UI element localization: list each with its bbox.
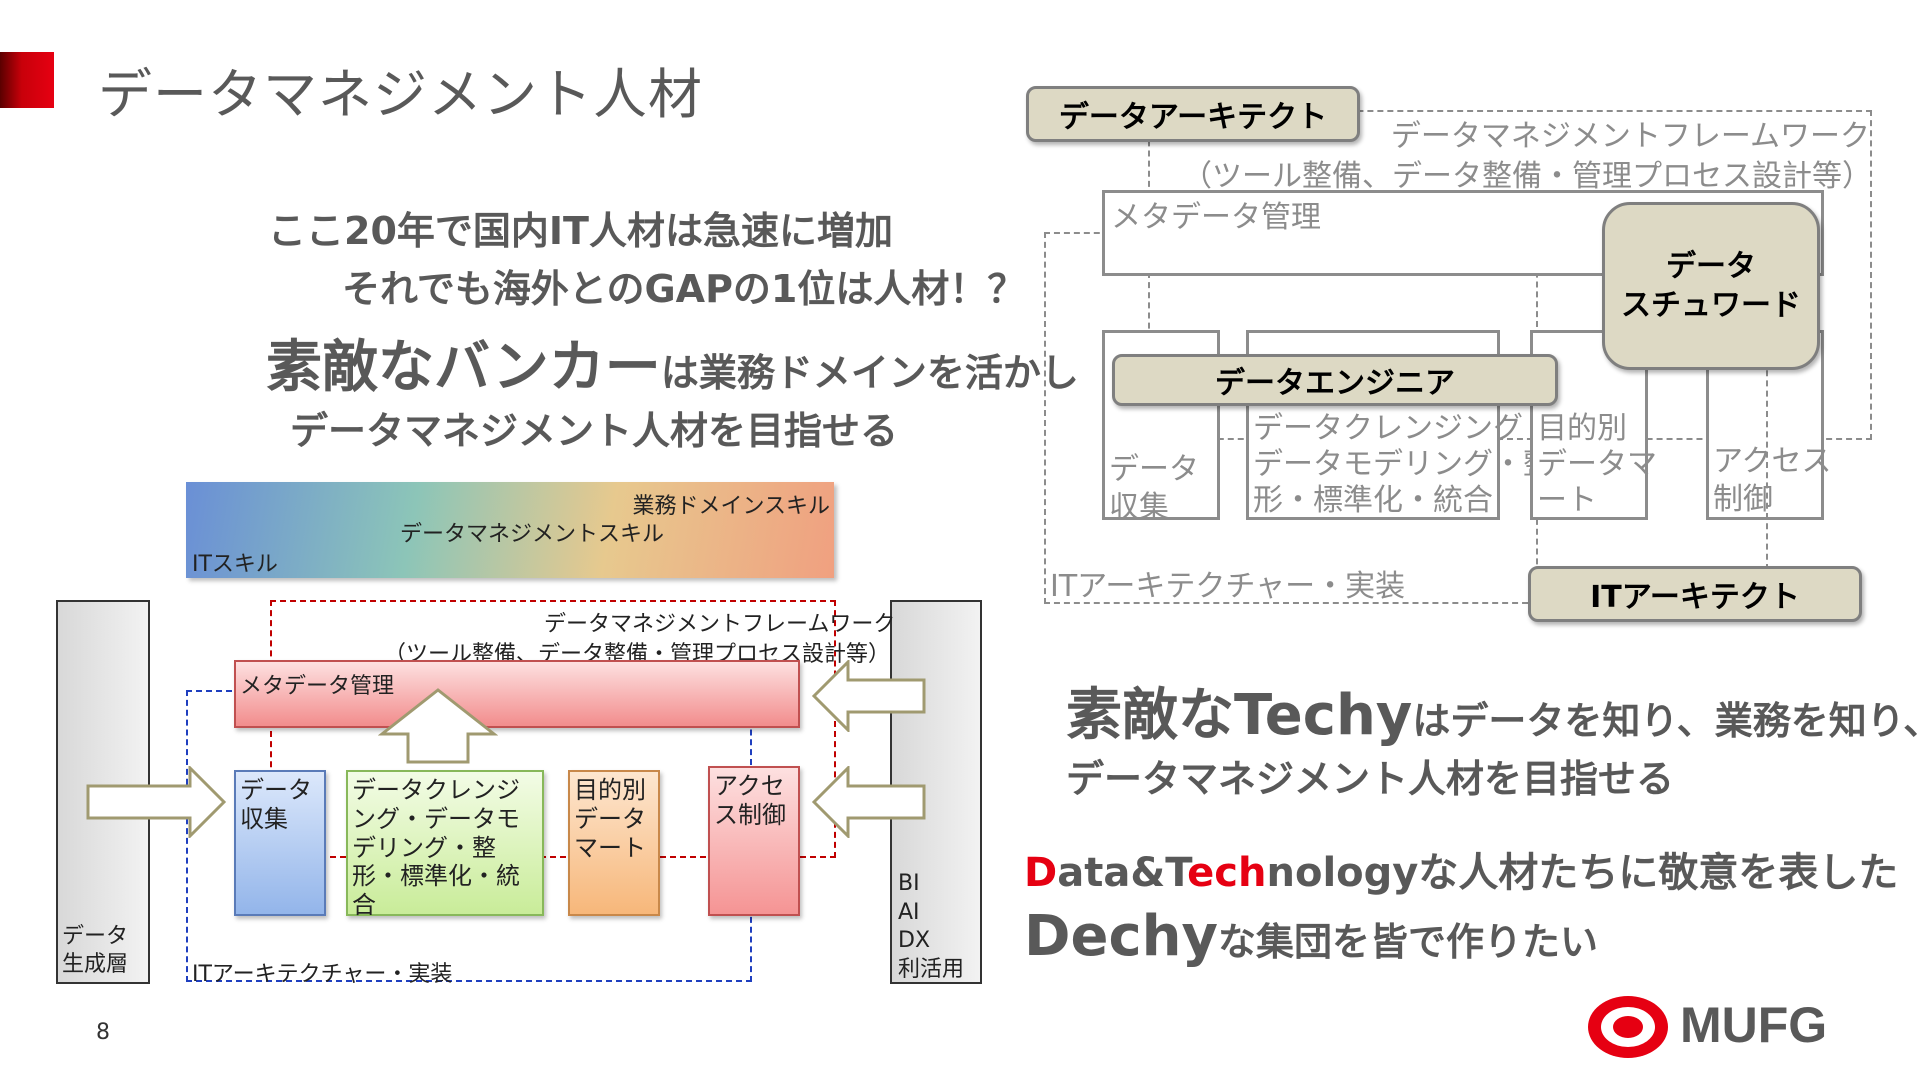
metadata-box: メタデータ管理: [234, 660, 800, 728]
title-accent-bar: [0, 52, 54, 108]
message-line-4: データマネジメント人材を目指せる: [290, 409, 899, 453]
up-arrow-icon: [378, 688, 498, 764]
metadata-label: メタデータ管理: [240, 674, 395, 699]
access-label: アクセス制御: [714, 772, 786, 829]
page-number: 8: [96, 1020, 110, 1045]
it-arch-label: ITアーキテクチャー・実装: [192, 962, 453, 987]
cleansing-label: データクレンジング・データモデリング・整形・標準化・統合: [352, 776, 520, 920]
datamgmt-skill-label: データマネジメントスキル: [400, 522, 665, 547]
data-generation-label: データ生成層: [62, 924, 129, 977]
access-box: アクセス制御: [708, 766, 800, 916]
collect-label-right-1: データ: [1109, 452, 1199, 487]
dechy-emphasis: Dechy: [1024, 904, 1219, 969]
it-skill-label: ITスキル: [192, 552, 278, 577]
data-engineer-pill: データエンジニア: [1112, 354, 1558, 406]
framework-label-line-1: データマネジメントフレームワーク: [544, 612, 896, 637]
steward-label-2: スチュワード: [1621, 288, 1801, 323]
collect-label: データ収集: [240, 776, 312, 833]
mufg-logo-icon: [1584, 992, 1672, 1062]
techy-line-2: データマネジメント人材を目指せる: [1066, 757, 1675, 801]
cleansing-box: データクレンジング・データモデリング・整形・標準化・統合: [346, 770, 544, 919]
banker-emphasis: 素敵なバンカー: [266, 335, 661, 400]
dx-label: DX: [898, 928, 931, 954]
inflow-arrow-icon: [86, 766, 227, 838]
dechy-rest: nologyな人材たちに敬意を表した: [1266, 850, 1899, 896]
cleansing-label-right-3: 形・標準化・統合: [1253, 483, 1493, 518]
access-label-right-1: アクセス: [1713, 444, 1832, 479]
dechy-d: D: [1024, 850, 1058, 896]
techy-line-1: 素敵なTechyはデータを知り、業務を知り、: [1066, 670, 1920, 751]
feedback-arrow-top-icon: [811, 660, 926, 732]
message-line-2: それでも海外とのGAPの1位は人材！？: [342, 267, 1026, 311]
purpose-label-right-1: 目的別: [1537, 411, 1627, 446]
business-skill-label: 業務ドメインスキル: [632, 494, 830, 519]
it-architect-pill: ITアーキテクト: [1528, 566, 1862, 622]
dechy-end: な集団を皆で作りたい: [1218, 920, 1599, 964]
purpose-label-right-3: ート: [1537, 483, 1597, 518]
purpose-box: 目的別データマート: [568, 770, 660, 916]
skills-gradient-bar: 業務ドメインスキル データマネジメントスキル ITスキル: [186, 482, 834, 578]
dechy-ech: ech: [1187, 850, 1267, 896]
ai-label: AI: [898, 899, 920, 925]
cleansing-label-right-2: データモデリング・整: [1253, 447, 1553, 482]
techy-rest: はデータを知り、業務を知り、: [1412, 699, 1920, 743]
dechy-line-2: Dechyな集団を皆で作りたい: [1024, 904, 1598, 969]
access-label-right-2: 制御: [1713, 481, 1773, 517]
it-arch-label-right: ITアーキテクチャー・実装: [1050, 569, 1406, 604]
purpose-label-right-2: データマ: [1537, 447, 1657, 482]
data-architect-pill: データアーキテクト: [1026, 86, 1360, 142]
steward-label-1: データ: [1666, 249, 1756, 284]
techy-emphasis: 素敵なTechy: [1066, 683, 1413, 748]
bi-label: BI: [898, 871, 920, 896]
utilization-label: 利活用: [898, 956, 965, 982]
mufg-logo-text: MUFG: [1680, 997, 1828, 1053]
metadata-label-right: メタデータ管理: [1111, 200, 1321, 235]
framework-label-right-1: データマネジメントフレームワーク: [1390, 119, 1870, 154]
dechy-line-1: Data&Technologyな人材たちに敬意を表した: [1024, 840, 1898, 898]
message-line-1: ここ20年で国内IT人材は急速に増加: [268, 209, 893, 253]
dechy-amp: &T: [1130, 850, 1188, 896]
steward-connector: [1766, 360, 1768, 570]
framework-boundary: [270, 600, 836, 858]
slide-title: データマネジメント人材: [98, 63, 703, 126]
framework-label-right-2: （ツール整備、データ整備・管理プロセス設計等）: [1182, 159, 1872, 194]
collect-box: データ収集: [234, 770, 326, 916]
cleansing-label-right-1: データクレンジング・: [1253, 411, 1553, 446]
dechy-ata: ata: [1057, 850, 1131, 896]
banker-rest: は業務ドメインを活かし: [660, 351, 1079, 395]
data-steward-box: データ スチュワード: [1602, 202, 1820, 370]
message-line-3: 素敵なバンカーは業務ドメインを活かし: [266, 322, 1079, 403]
collect-label-right-2: 収集: [1109, 489, 1169, 525]
purpose-label: 目的別データマート: [574, 776, 646, 862]
feedback-arrow-bottom-icon: [811, 766, 926, 838]
